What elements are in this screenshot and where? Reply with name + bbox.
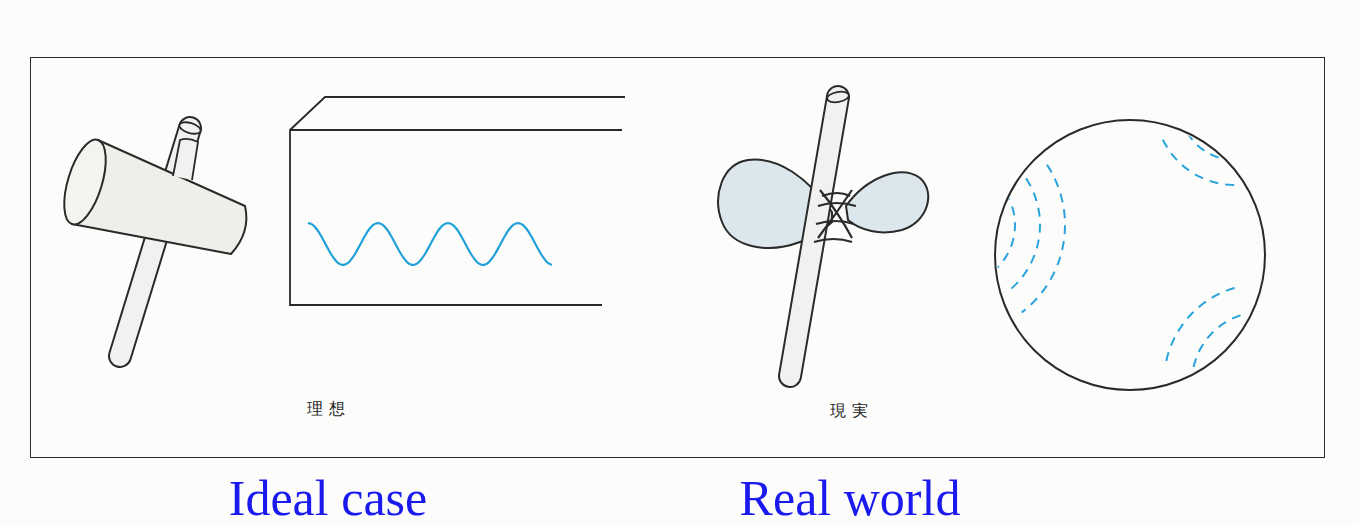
- axe-handle: [790, 97, 838, 376]
- english-caption: Ideal case: [229, 473, 427, 523]
- caption-label: 現 実: [830, 401, 867, 420]
- wave-front: [1022, 165, 1065, 313]
- binding-cord: [814, 190, 856, 242]
- binding: [814, 239, 852, 242]
- wave-front: [1194, 314, 1245, 367]
- wave-front: [1184, 124, 1235, 160]
- hammer-handle-top: [173, 139, 198, 180]
- wave-front: [1007, 178, 1040, 292]
- stone-right-lobe: [846, 173, 928, 233]
- wave-front: [1160, 133, 1234, 185]
- real-medium-circle: [995, 120, 1265, 390]
- hammer-handle-end: [178, 120, 202, 136]
- figure-frame: 理 想現 実: [30, 57, 1325, 458]
- binding: [816, 221, 854, 224]
- wave-front: [1166, 287, 1237, 361]
- binding: [822, 193, 850, 196]
- english-caption: Real world: [740, 473, 961, 523]
- block-edge: [290, 129, 622, 131]
- ideal-wave: [308, 223, 552, 265]
- binding: [818, 203, 856, 206]
- binding: [818, 190, 852, 238]
- material-block: [290, 97, 625, 305]
- block-outline: [290, 97, 625, 305]
- stone-axe-drawing: [718, 90, 928, 376]
- wave-front: [991, 192, 1015, 273]
- scattered-waves: [991, 124, 1244, 367]
- caption-label: 理 想: [307, 399, 344, 418]
- axe-handle-end: [826, 90, 849, 104]
- hammer-head-face: [56, 135, 114, 229]
- hammer-drawing: [56, 120, 247, 356]
- axe-handle-outline: [790, 97, 838, 376]
